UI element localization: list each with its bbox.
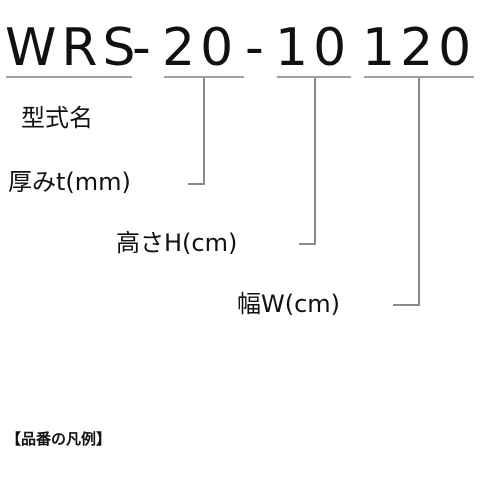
code-separator-2: - (245, 18, 269, 78)
label-width: 幅W(cm) (237, 290, 341, 318)
label-height: 高さH(cm) (116, 229, 238, 257)
leader-height (299, 78, 316, 245)
code-separator-1: - (132, 18, 156, 78)
label-thickness: 厚みt(mm) (8, 168, 131, 196)
code-segment-height: 10 (275, 18, 352, 78)
label-type-name: 型式名 (21, 104, 93, 132)
leader-width (393, 78, 420, 306)
code-segment-thickness: 20 (162, 18, 239, 78)
leader-thickness (188, 78, 205, 185)
legend-title: 【品番の凡例】 (6, 430, 112, 448)
code-segment-type: WRS (5, 18, 141, 78)
code-segment-width: 120 (362, 18, 477, 78)
